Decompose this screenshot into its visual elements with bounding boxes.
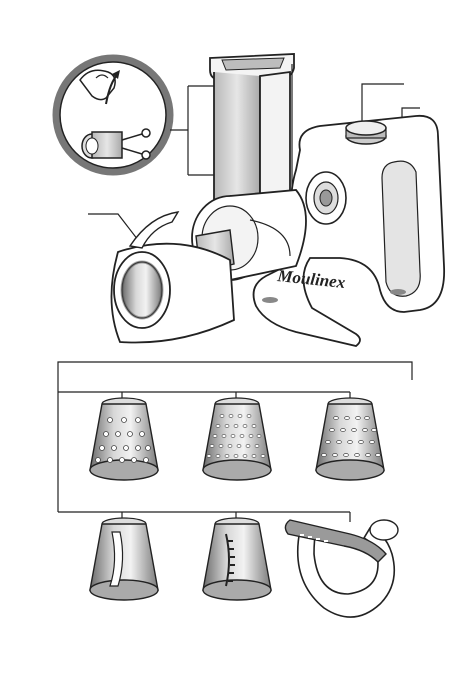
callout-lines: [88, 83, 420, 241]
coarse-grater-cone-icon: [89, 397, 159, 481]
food-processor-illustration: [110, 53, 445, 347]
cord-release-detail-icon: [52, 54, 174, 176]
medium-grater-cone-icon: [315, 397, 385, 481]
pusher-tool-icon: [284, 519, 399, 618]
fine-grater-cone-icon: [202, 397, 272, 481]
slicer-cone-icon: [89, 517, 159, 601]
julienne-cone-icon: [202, 517, 272, 601]
